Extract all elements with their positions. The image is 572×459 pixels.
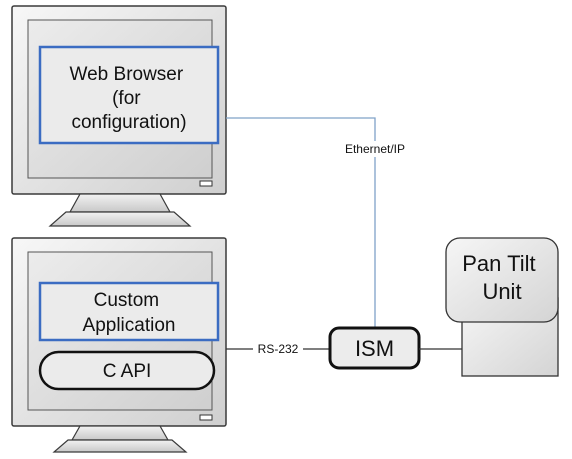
- rs232-label-bg: [253, 342, 303, 357]
- c-api-label: C API: [103, 361, 152, 382]
- top-monitor: Web Browser (for configuration): [11, 5, 227, 227]
- ism-label: ISM: [355, 336, 394, 361]
- svg-text:Custom Application: Custom Application: [83, 290, 176, 336]
- web-browser-label-line-1: Web Browser: [70, 64, 184, 85]
- svg-text:Web Browser (for c: Web Browser (for configuration): [70, 64, 189, 133]
- svg-text:Pan Tilt Unit: Pan Tilt Unit: [462, 251, 542, 304]
- bottom-monitor-stand: [70, 425, 170, 441]
- pan-tilt-unit-head: [445, 237, 559, 323]
- bottom-monitor: Custom Application C API: [11, 237, 227, 453]
- bottom-monitor-base: [52, 439, 188, 453]
- custom-application-box: [38, 281, 220, 342]
- bottom-monitor-power-led: [199, 414, 213, 421]
- ethernet-label-bg: [338, 141, 412, 157]
- rs232-label: RS-232: [258, 342, 299, 356]
- custom-application-label-line-1: Custom: [94, 290, 159, 311]
- web-browser-label-line-3: configuration): [71, 112, 186, 133]
- ethernet-label: Ethernet/IP: [345, 142, 405, 156]
- top-monitor-base: [48, 211, 192, 227]
- c-api-pill: [38, 350, 216, 391]
- top-monitor-power-led: [199, 180, 213, 187]
- web-browser-label-line-2: (for: [112, 88, 141, 109]
- ethernet-connection-line: [226, 117, 376, 328]
- web-browser-box: [38, 45, 220, 145]
- pan-tilt-label-line-2: Unit: [482, 279, 521, 304]
- ism-box: [328, 326, 421, 370]
- pan-tilt-label-line-1: Pan Tilt: [462, 251, 535, 276]
- pan-tilt-unit: Pan Tilt Unit: [445, 237, 559, 377]
- custom-application-label-line-2: Application: [83, 315, 176, 336]
- top-monitor-stand: [68, 193, 172, 213]
